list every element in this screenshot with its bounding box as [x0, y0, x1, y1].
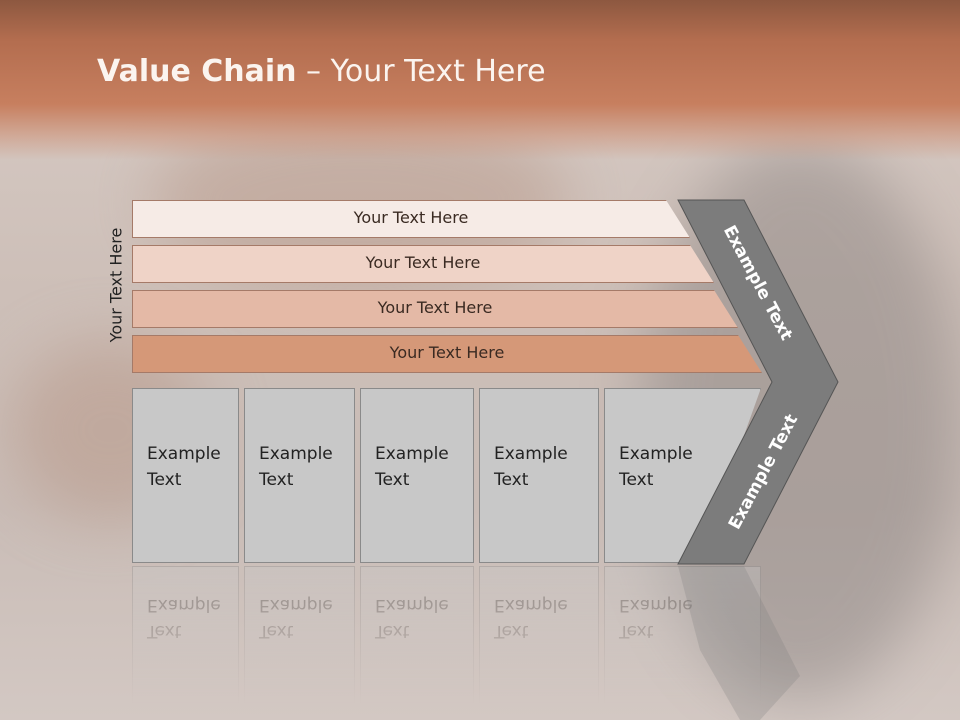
- box-line: Text: [494, 470, 529, 490]
- box-line: Example: [259, 444, 333, 464]
- chevron-reflection: [678, 566, 800, 720]
- box-line: Example: [147, 444, 221, 464]
- row-label: Your Text Here: [365, 253, 481, 272]
- title-bold: Value Chain: [97, 54, 297, 89]
- box-line: Text: [147, 470, 182, 490]
- slide-title[interactable]: Value Chain – Your Text Here: [97, 54, 546, 89]
- value-row[interactable]: Your Text Here: [132, 335, 762, 373]
- title-rest: – Your Text Here: [296, 54, 546, 89]
- box-line: Example: [375, 444, 449, 464]
- box-line: Text: [375, 470, 410, 490]
- value-row[interactable]: Your Text Here: [132, 290, 738, 328]
- header-band: [0, 0, 960, 160]
- box-line: Text: [259, 470, 294, 490]
- box-line: Example: [619, 444, 693, 464]
- box-line: Example: [494, 444, 568, 464]
- value-row[interactable]: Your Text Here: [132, 245, 714, 283]
- box-line: Text: [619, 470, 654, 490]
- row-label: Your Text Here: [377, 298, 493, 317]
- row-label: Your Text Here: [389, 343, 505, 362]
- chevron-shape: [677, 199, 839, 565]
- value-row[interactable]: Your Text Here: [132, 200, 690, 238]
- row-label: Your Text Here: [353, 208, 469, 227]
